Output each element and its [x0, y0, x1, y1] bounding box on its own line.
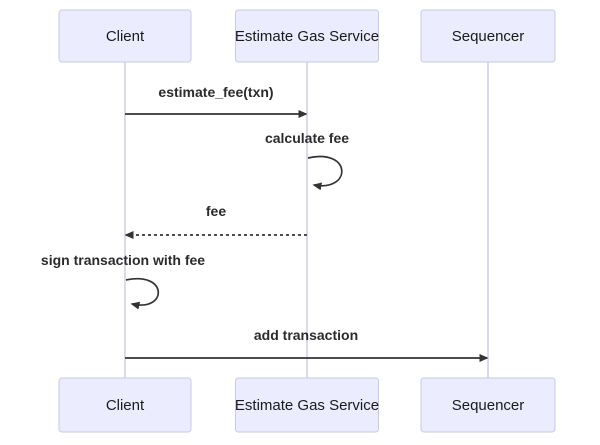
actor-bottom-client: Client — [58, 377, 192, 433]
message-label-add-transaction: add transaction — [254, 327, 358, 343]
actor-top-sequencer: Sequencer — [420, 9, 556, 63]
actor-box-sequencer-bottom — [420, 377, 556, 433]
actor-bottom-estimate-gas-service: Estimate Gas Service — [235, 377, 379, 433]
actor-label-client-bottom: Client — [106, 397, 145, 414]
message-label-sign-transaction: sign transaction with fee — [41, 252, 205, 268]
actor-top-estimate-gas-service: Estimate Gas Service — [235, 9, 379, 63]
message-label-fee: fee — [206, 203, 226, 219]
actor-label-sequencer-top: Sequencer — [452, 28, 525, 45]
actor-box-estimate-gas-service-top — [235, 9, 379, 63]
actor-top-client: Client — [58, 9, 192, 63]
actor-box-client-top — [58, 9, 192, 63]
actor-label-estimate-gas-service-bottom: Estimate Gas Service — [235, 397, 379, 414]
actor-box-sequencer-top — [420, 9, 556, 63]
actor-label-sequencer-bottom: Sequencer — [452, 397, 525, 414]
self-loop-calculate-fee — [307, 155, 343, 191]
message-label-calculate-fee: calculate fee — [265, 130, 349, 146]
actor-label-estimate-gas-service-top: Estimate Gas Service — [235, 28, 379, 45]
actor-bottom-sequencer: Sequencer — [420, 377, 556, 433]
actor-label-client-top: Client — [106, 28, 145, 45]
actor-box-client-bottom — [58, 377, 192, 433]
self-loop-sign-transaction — [125, 277, 160, 310]
actor-box-estimate-gas-service-bottom — [235, 377, 379, 433]
message-label-estimate-fee: estimate_fee(txn) — [158, 84, 273, 100]
